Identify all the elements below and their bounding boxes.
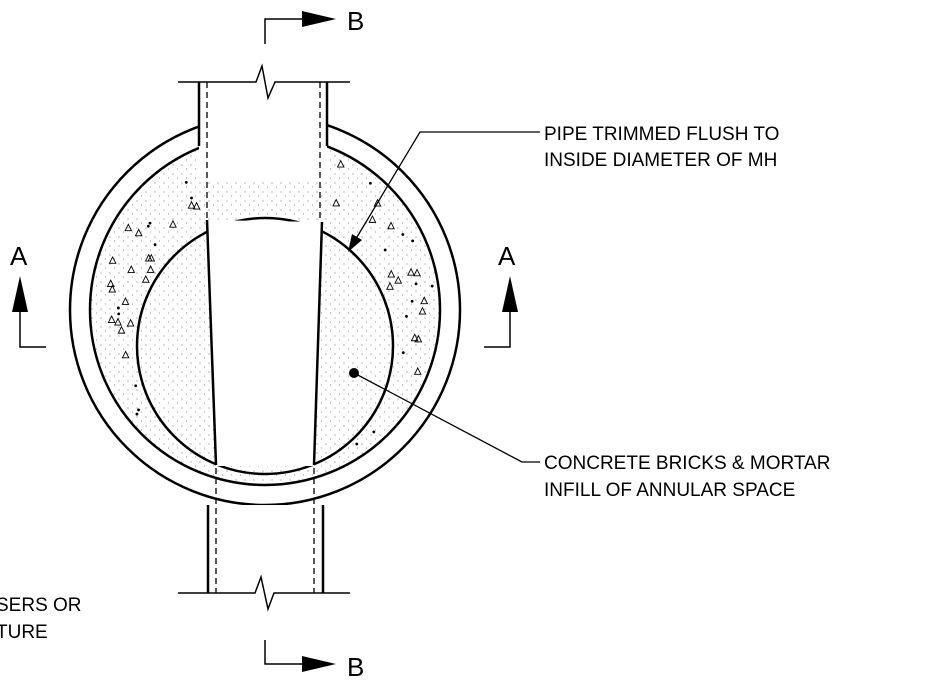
lower-pipe xyxy=(178,468,350,612)
aggregate-dot xyxy=(401,351,405,355)
section-label-a-left: A xyxy=(10,241,28,271)
callout-pipe-trimmed-line2: INSIDE DIAMETER OF MH xyxy=(544,150,777,171)
callout-infill: CONCRETE BRICKS & MORTAR INFILL OF ANNUL… xyxy=(349,368,830,501)
aggregate-triangle xyxy=(124,223,133,232)
aggregate-triangle xyxy=(106,279,115,288)
aggregate-dot xyxy=(116,306,120,310)
aggregate-dot xyxy=(190,196,193,200)
callout-infill-line2: INFILL OF ANNULAR SPACE xyxy=(544,480,795,501)
aggregate-triangle xyxy=(394,275,403,284)
aggregate-dot xyxy=(137,408,140,412)
callout-clipped-line2: TURE xyxy=(0,622,48,643)
aggregate-dot xyxy=(383,248,387,252)
aggregate-dot xyxy=(135,412,139,416)
aggregate-triangle xyxy=(146,264,155,273)
aggregate-dot xyxy=(411,239,415,243)
aggregate-dot xyxy=(134,384,138,388)
aggregate-dot xyxy=(148,221,152,225)
aggregate-triangle xyxy=(420,296,429,305)
break-line-bottom xyxy=(178,574,350,612)
section-label-b-bottom: B xyxy=(347,652,364,682)
aggregate-triangle xyxy=(386,281,394,290)
section-marker-b-bottom: B xyxy=(264,640,364,682)
aggregate-triangle xyxy=(387,269,396,278)
aggregate-triangle xyxy=(373,198,382,207)
aggregate-triangle xyxy=(336,159,345,168)
aggregate-dot xyxy=(153,243,157,247)
aggregate-dot xyxy=(355,442,359,446)
aggregate-triangle xyxy=(117,325,126,334)
aggregate-triangle xyxy=(121,350,130,359)
aggregate-triangle xyxy=(407,267,415,276)
aggregate-dot xyxy=(401,233,405,236)
aggregate-dot xyxy=(410,299,414,303)
aggregate-triangle xyxy=(108,255,117,264)
aggregate-dot xyxy=(430,284,434,288)
section-label-b-top: B xyxy=(347,6,364,36)
callout-clipped-note: SERS OR TURE xyxy=(0,595,82,643)
aggregate-triangle xyxy=(410,333,419,342)
aggregate-triangle xyxy=(192,201,201,210)
aggregate-triangle xyxy=(141,274,150,283)
aggregate-dot xyxy=(368,181,372,185)
aggregate-triangle xyxy=(187,200,196,209)
aggregate-triangle xyxy=(332,198,341,207)
aggregate-triangle xyxy=(114,317,122,326)
aggregate-dot xyxy=(184,181,188,184)
pipe-trimmed-edge-right xyxy=(312,221,324,466)
aggregate-triangle xyxy=(413,366,422,375)
break-line-top xyxy=(178,63,350,101)
upper-pipe xyxy=(178,63,350,218)
aggregate-triangle xyxy=(418,306,427,315)
section-marker-a-left: A xyxy=(10,241,46,348)
callout-pipe-trimmed: PIPE TRIMMED FLUSH TO INSIDE DIAMETER OF… xyxy=(348,124,779,252)
aggregate-triangle xyxy=(121,297,130,305)
callout-clipped-line1: SERS OR xyxy=(0,595,82,616)
callout-pipe-trimmed-line1: PIPE TRIMMED FLUSH TO xyxy=(544,124,779,145)
pipe-interior xyxy=(207,220,322,466)
aggregate-triangle xyxy=(413,268,421,277)
section-label-a-right: A xyxy=(498,241,516,271)
aggregate-dot xyxy=(372,430,376,434)
section-marker-b-top: B xyxy=(264,6,364,44)
pipe-trimmed-edge-left xyxy=(205,219,218,466)
aggregate-triangle xyxy=(126,318,135,327)
aggregate-triangle xyxy=(169,219,177,228)
aggregate-dot xyxy=(117,312,121,316)
annular-infill xyxy=(90,135,440,485)
aggregate-triangle xyxy=(134,228,143,237)
aggregate-symbols xyxy=(106,159,434,446)
aggregate-triangle xyxy=(368,214,377,223)
aggregate-dot xyxy=(414,282,418,286)
aggregate-triangle xyxy=(107,315,116,323)
aggregate-triangle xyxy=(108,284,117,293)
section-marker-a-right: A xyxy=(484,241,518,348)
aggregate-dot xyxy=(146,224,150,228)
aggregate-triangle xyxy=(387,221,395,230)
callout-infill-line1: CONCRETE BRICKS & MORTAR xyxy=(544,453,830,474)
aggregate-triangle xyxy=(144,253,153,262)
aggregate-triangle xyxy=(127,265,136,273)
aggregate-dot xyxy=(405,314,408,318)
